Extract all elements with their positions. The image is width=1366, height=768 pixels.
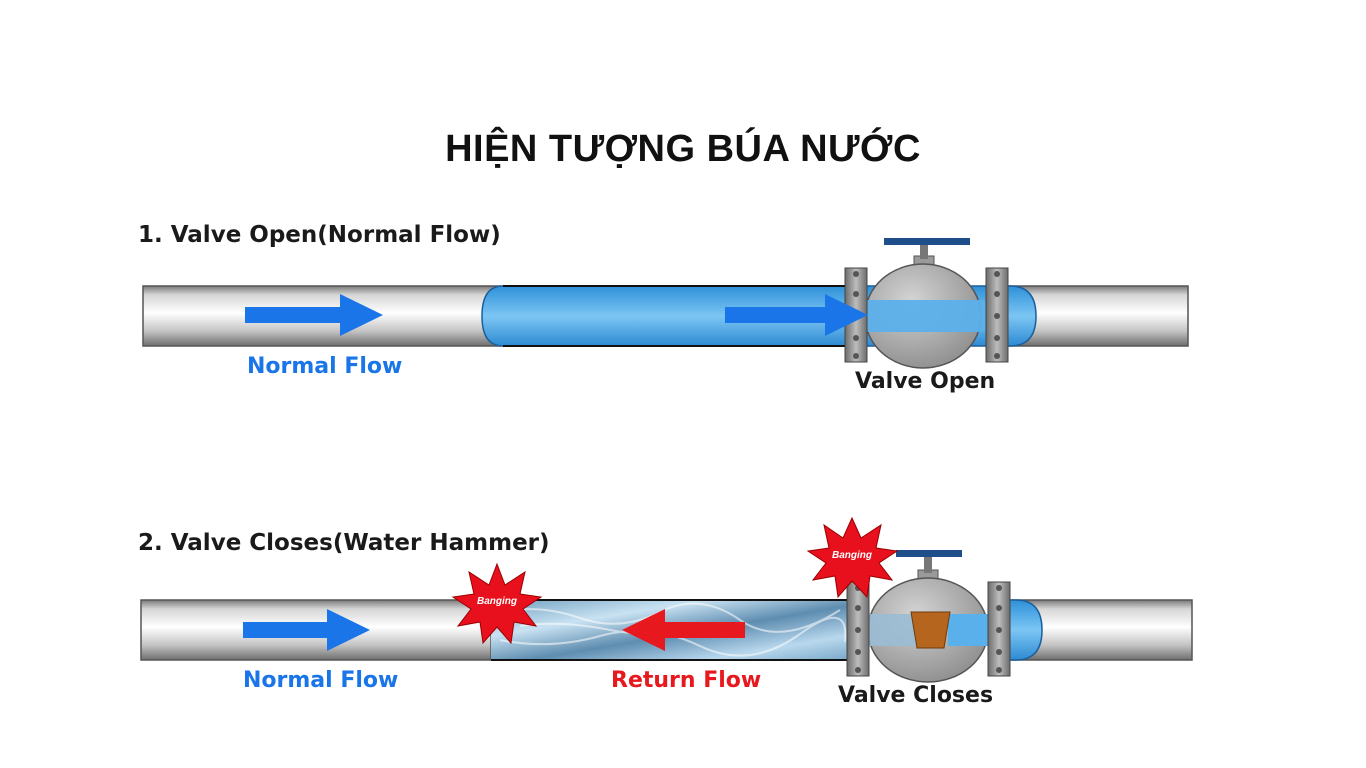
- valve-gate: [910, 611, 951, 649]
- normal-flow-arrow: [725, 294, 868, 336]
- normal-flow-label: Normal Flow: [243, 668, 399, 693]
- section1-pipe-assembly: [142, 238, 1189, 369]
- banging-text-right: Banging: [832, 550, 872, 561]
- valve-handle: [884, 238, 970, 245]
- normal-flow-arrow: [245, 294, 383, 336]
- valve-open-label: Valve Open: [855, 369, 996, 394]
- normal-flow-arrow: [243, 609, 370, 651]
- normal-flow-label: Normal Flow: [247, 354, 403, 379]
- valve-open: [844, 238, 1009, 369]
- banging-text-left: Banging: [477, 596, 517, 607]
- section2-heading: 2. Valve Closes(Water Hammer): [138, 530, 550, 556]
- valve-closes-label: Valve Closes: [838, 683, 994, 708]
- banging-burst-right: Banging: [806, 516, 899, 599]
- valve-closed: [846, 550, 1011, 683]
- return-flow-arrow: [622, 609, 745, 651]
- valve-handle: [896, 550, 962, 557]
- page-title: HIỆN TƯỢNG BÚA NƯỚC: [445, 128, 921, 170]
- banging-burst-left: Banging: [451, 562, 543, 645]
- section1-heading: 1. Valve Open(Normal Flow): [138, 222, 501, 248]
- section2-pipe-assembly: Banging Banging: [140, 516, 1193, 683]
- return-flow-label: Return Flow: [611, 668, 762, 693]
